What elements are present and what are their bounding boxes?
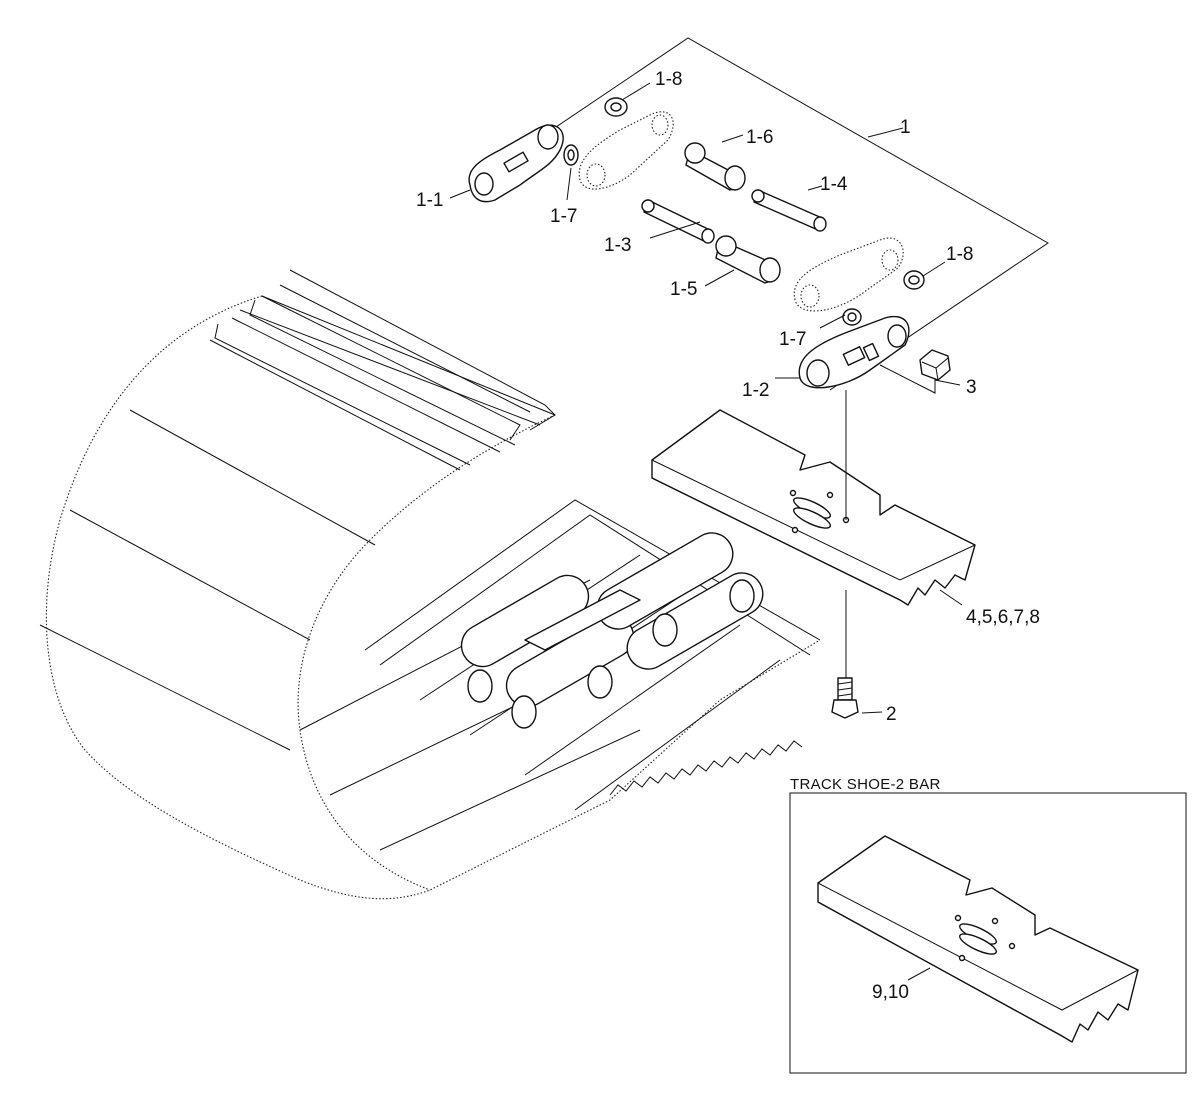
callout-1-4: 1-4 [820, 174, 848, 195]
seal-1-7-lower [842, 308, 862, 326]
track-shoe [651, 409, 976, 606]
inset-track-shoe-2-bar: TRACK SHOE-2 BAR 9,10 [789, 776, 1187, 1074]
callout-1-1: 1-1 [416, 190, 443, 211]
pin-1-4 [751, 189, 827, 232]
assembly-1-outline [469, 37, 1049, 391]
callout-4-8: 4,5,6,7,8 [966, 607, 1040, 628]
link-1-2 [798, 315, 910, 389]
inset-track-shoe [817, 835, 1139, 1043]
bushing-1-5 [715, 235, 781, 284]
track-belt-assembly [39, 269, 821, 900]
bolt-2 [831, 677, 859, 719]
washer-1-8-top [604, 97, 628, 117]
callout-labels: 1 1-1 1-2 1-3 1-4 1-5 1-6 1-7 1-7 1-8 1-… [416, 69, 1040, 725]
leader-lines [449, 82, 963, 981]
callout-1-2: 1-2 [742, 380, 769, 401]
bushing-1-6 [684, 142, 746, 191]
inset-frame [789, 792, 1187, 1074]
seal-1-7-top [563, 144, 579, 166]
callout-9-10: 9,10 [872, 982, 909, 1003]
link-1-1 [468, 124, 564, 203]
link-lower-dotted [793, 237, 904, 312]
callout-1-7-lower: 1-7 [779, 329, 806, 350]
callout-1-7-top: 1-7 [550, 206, 577, 227]
callout-1-5: 1-5 [670, 279, 697, 300]
washer-1-8-right [903, 270, 925, 290]
callout-1-3: 1-3 [604, 235, 631, 256]
link-upper-dotted [578, 111, 674, 190]
chain-links [460, 532, 764, 729]
callout-1-8-right: 1-8 [946, 244, 973, 265]
callout-1-8-top: 1-8 [655, 69, 682, 90]
pin-1-3 [641, 199, 715, 244]
inset-title: TRACK SHOE-2 BAR [790, 776, 941, 793]
nut-3 [919, 349, 951, 381]
callout-1-6: 1-6 [746, 127, 773, 148]
callout-2: 2 [886, 704, 897, 725]
callout-3: 3 [966, 377, 977, 398]
callout-1: 1 [900, 117, 911, 138]
